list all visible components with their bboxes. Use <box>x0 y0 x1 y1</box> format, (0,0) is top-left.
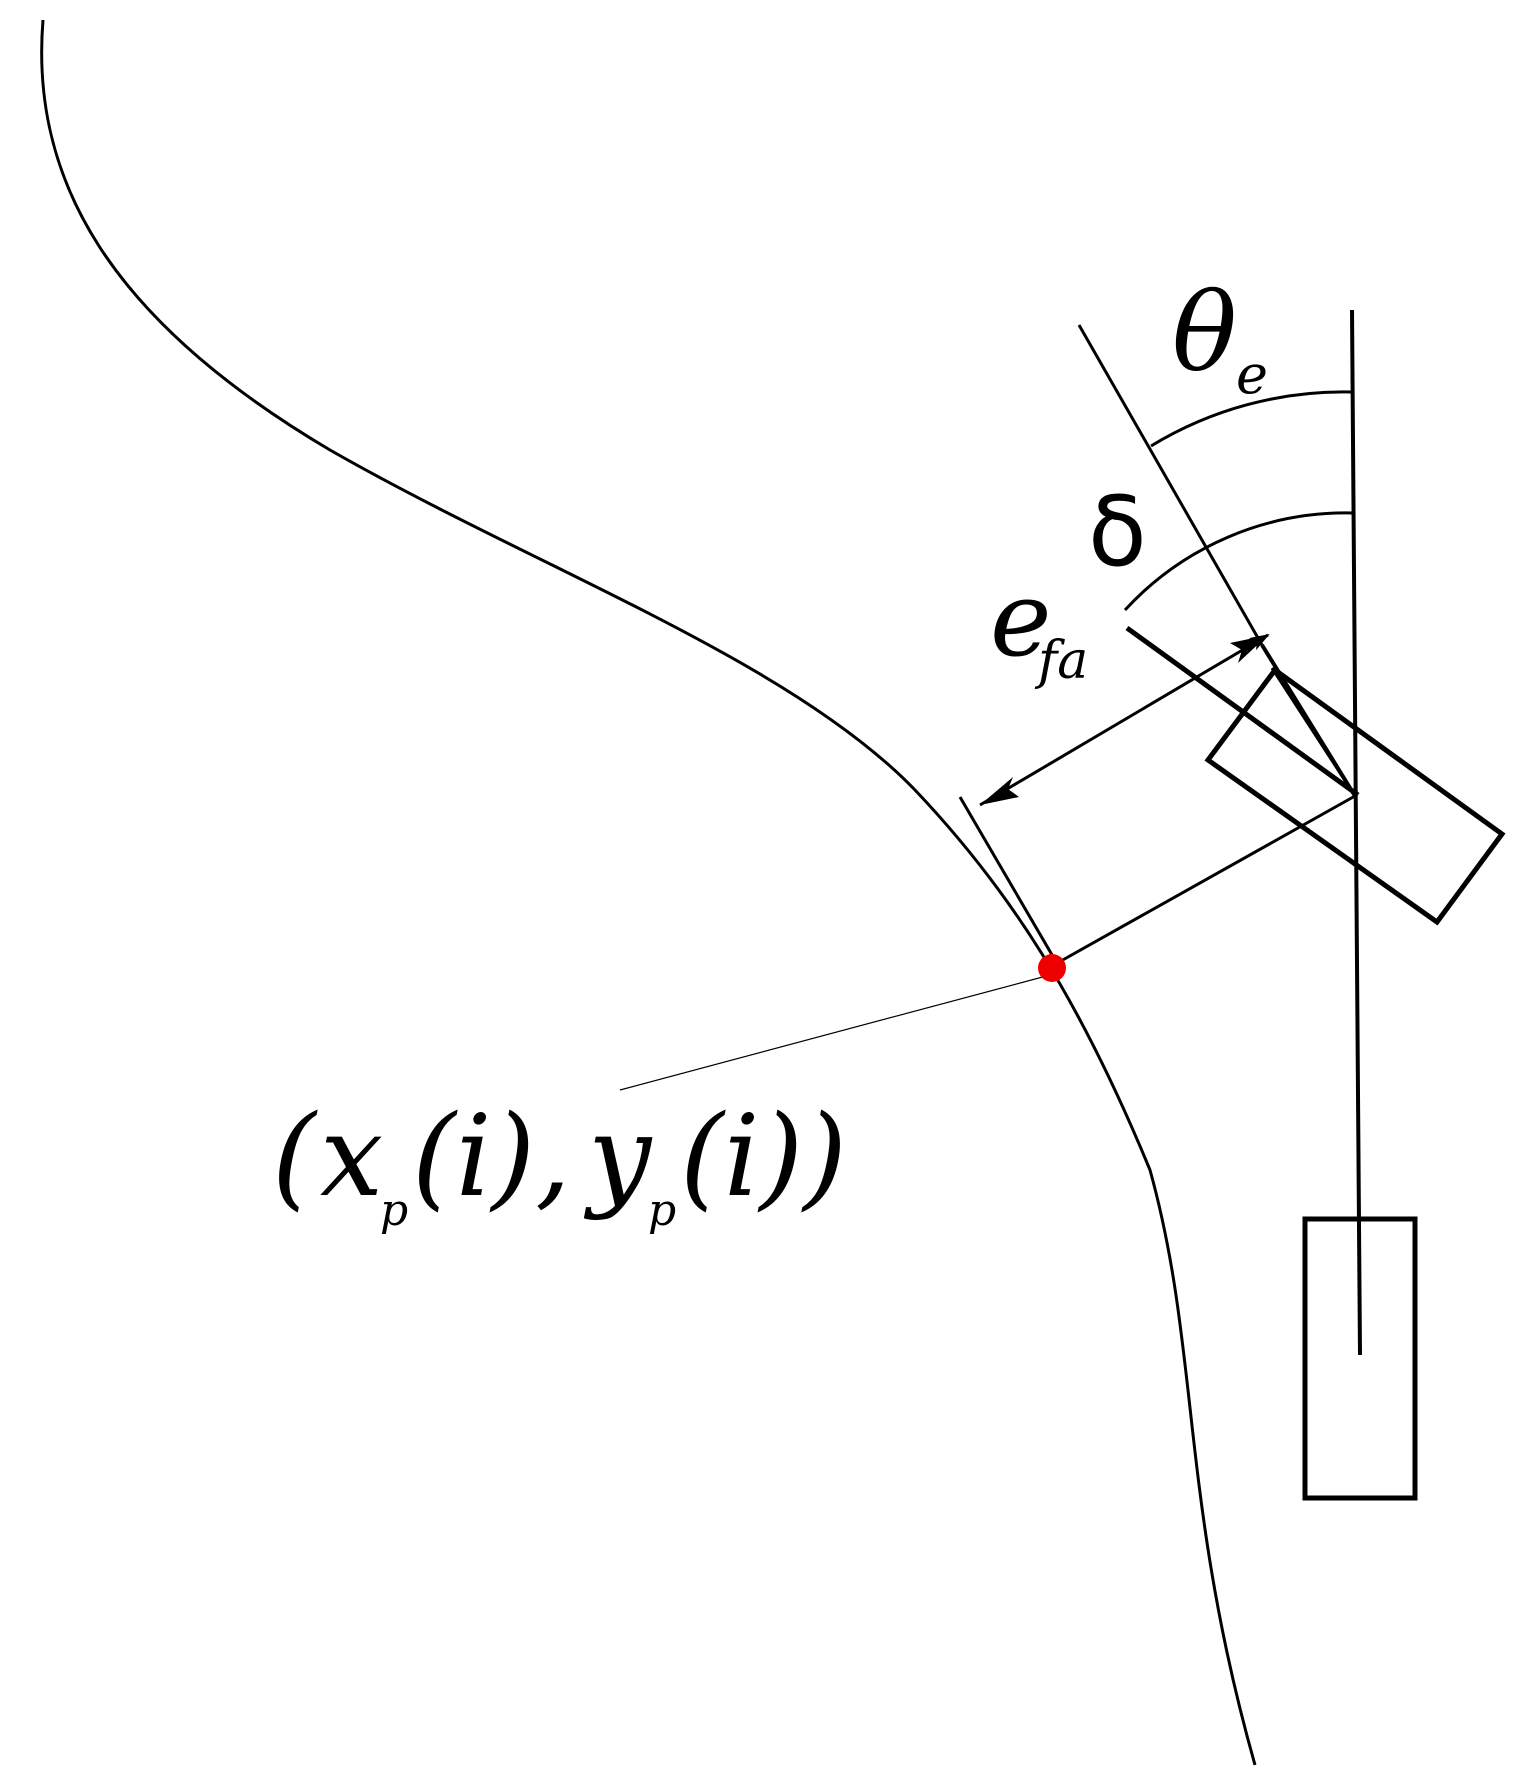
path-tangent-line <box>1077 324 1264 646</box>
heading-error-label: θ <box>1172 271 1237 396</box>
front-axle-error-label: e <box>990 558 1052 680</box>
front-axle-error-arrowhead-end <box>1230 635 1268 663</box>
steering-angle-label: δ <box>1088 476 1147 588</box>
path-point-label-open: ( <box>272 1092 318 1222</box>
reference-path-curve <box>40 19 1257 1766</box>
path-point-leader-line <box>619 974 1051 1091</box>
front-axle-to-path-line <box>1051 794 1356 968</box>
steering-angle-arc <box>1123 511 1353 612</box>
path-tangent-segment <box>958 796 1057 961</box>
front-wheel-rect <box>1204 666 1506 926</box>
front-axle-error-arrow <box>979 633 1270 807</box>
front-wheel-inner-line-b <box>1270 667 1357 797</box>
heading-error-subscript: e <box>1236 343 1268 406</box>
path-point-label-y-sub: p <box>648 1185 676 1236</box>
path-point-label-y-arg: (i)) <box>680 1092 847 1222</box>
path-point-label-x-sub: p <box>380 1185 408 1236</box>
front-axle-error-subscript: fa <box>1034 631 1088 691</box>
path-point-marker <box>1038 954 1066 982</box>
vehicle-heading-line <box>1350 309 1362 1356</box>
front-axle-error-arrowhead-start <box>980 777 1019 805</box>
rear-wheel-rect <box>1302 1216 1418 1501</box>
path-point-label-y: y <box>583 1092 653 1222</box>
path-point-label-x: x <box>320 1092 383 1222</box>
path-point-label-x-arg: (i), <box>412 1092 571 1222</box>
heading-error-arc <box>1150 390 1353 448</box>
